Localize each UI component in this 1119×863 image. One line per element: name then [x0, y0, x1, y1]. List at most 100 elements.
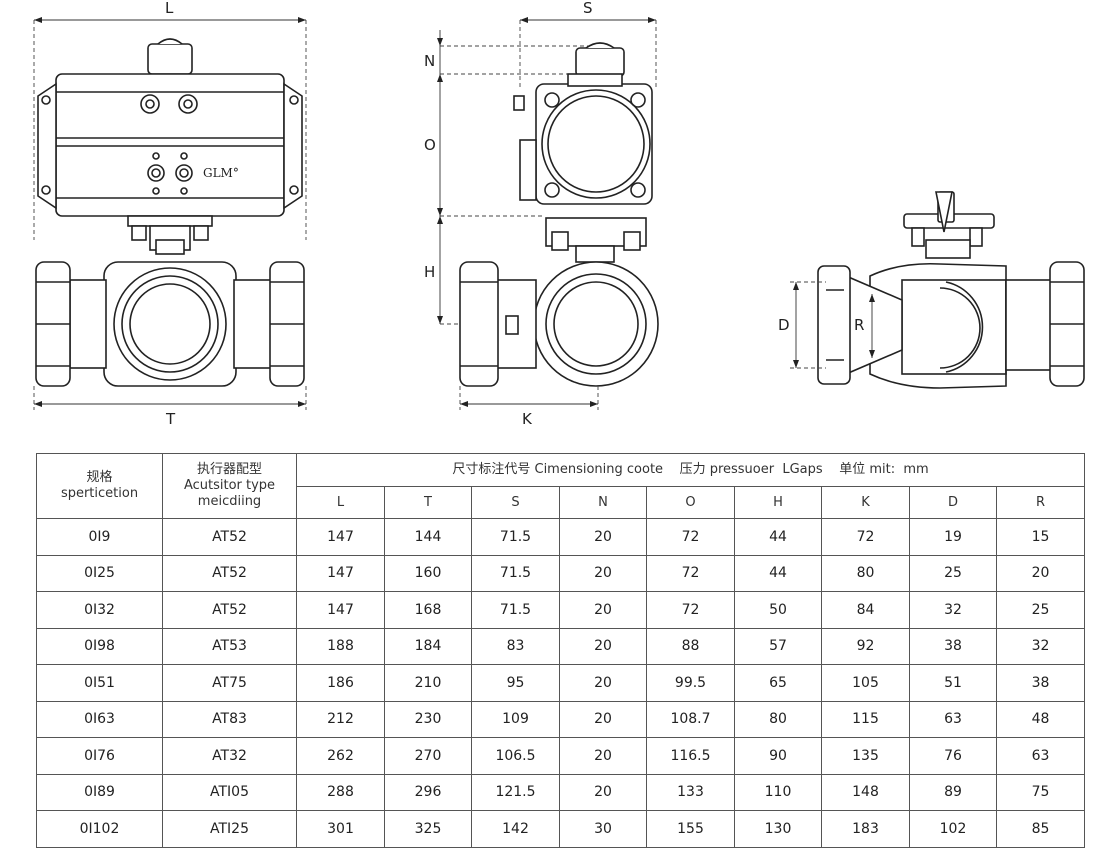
technical-drawing: L GLM°	[33, 0, 1085, 428]
table-row: 0I98 AT53 188 184 83 20 88 57 92 38 32	[36, 627, 1086, 665]
dim-label-O: O	[424, 136, 436, 154]
spec-cell: 0I9	[36, 518, 163, 556]
S-cell: 83	[471, 627, 560, 665]
S-cell: 71.5	[471, 591, 560, 629]
K-cell: 80	[821, 554, 910, 592]
D-cell: 32	[909, 591, 997, 629]
N-cell: 20	[559, 773, 647, 811]
S-cell: 109	[471, 700, 560, 738]
D-cell: 89	[909, 773, 997, 811]
table-row: 0I89 ATI05 288 296 121.5 20 133 110 148 …	[36, 773, 1086, 811]
S-cell: 106.5	[471, 737, 560, 775]
spec-cell: 0I89	[36, 773, 163, 811]
K-cell: 72	[821, 518, 910, 556]
N-cell: 20	[559, 627, 647, 665]
table-row: 0I51 AT75 186 210 95 20 99.5 65 105 51 3…	[36, 664, 1086, 702]
R-cell: 75	[995, 773, 1086, 811]
dim-label-T: T	[165, 410, 176, 428]
T-cell: 210	[384, 664, 472, 702]
T-cell: 296	[384, 773, 472, 811]
dim-label-D: D	[778, 316, 790, 334]
actuator-cell: AT83	[162, 700, 297, 738]
table-header-row-1: 规格 sperticetion 执行器配型 Acutsitor type mei…	[36, 453, 1086, 519]
R-cell: 15	[995, 518, 1086, 556]
K-cell: 84	[821, 591, 910, 629]
N-cell: 30	[559, 810, 647, 848]
H-cell: 50	[734, 591, 822, 629]
D-cell: 76	[909, 737, 997, 775]
S-cell: 121.5	[471, 773, 560, 811]
H-cell: 44	[734, 518, 822, 556]
K-cell: 135	[821, 737, 910, 775]
col-header-N: N	[559, 486, 647, 519]
valve-drawing-svg: L GLM°	[33, 0, 1085, 428]
actuator-cell: ATI25	[162, 810, 297, 848]
N-cell: 20	[559, 700, 647, 738]
spec-cell: 0I98	[36, 627, 163, 665]
table-row: 0I102 ATI25 301 325 142 30 155 130 183 1…	[36, 810, 1086, 848]
front-view: L GLM°	[33, 0, 307, 428]
T-cell: 168	[384, 591, 472, 629]
spec-cell: 0I32	[36, 591, 163, 629]
spec-column-header: 规格 sperticetion	[36, 453, 163, 519]
R-cell: 85	[995, 810, 1086, 848]
actuator-cell: AT52	[162, 518, 297, 556]
D-cell: 51	[909, 664, 997, 702]
S-cell: 71.5	[471, 518, 560, 556]
L-cell: 301	[296, 810, 385, 848]
section-view: D R	[778, 191, 1085, 389]
actuator-cell: AT52	[162, 554, 297, 592]
L-cell: 262	[296, 737, 385, 775]
table-row: 0I9 AT52 147 144 71.5 20 72 44 72 19 15	[36, 518, 1086, 556]
dim-label-H: H	[424, 263, 435, 281]
actuator-header-en-1: Acutsitor type	[183, 478, 276, 493]
dim-label-K: K	[522, 410, 533, 428]
O-cell: 133	[646, 773, 735, 811]
spec-cell: 0I63	[36, 700, 163, 738]
L-cell: 147	[296, 518, 385, 556]
side-view: S N O H	[424, 0, 659, 428]
spec-cell: 0I76	[36, 737, 163, 775]
O-cell: 88	[646, 627, 735, 665]
D-cell: 25	[909, 554, 997, 592]
table-row: 0I32 AT52 147 168 71.5 20 72 50 84 32 25	[36, 591, 1086, 629]
table-row: 0I76 AT32 262 270 106.5 20 116.5 90 135 …	[36, 737, 1086, 775]
L-cell: 186	[296, 664, 385, 702]
L-cell: 212	[296, 700, 385, 738]
O-cell: 99.5	[646, 664, 735, 702]
O-cell: 72	[646, 518, 735, 556]
spec-cell: 0I25	[36, 554, 163, 592]
K-cell: 148	[821, 773, 910, 811]
L-cell: 188	[296, 627, 385, 665]
T-cell: 160	[384, 554, 472, 592]
R-cell: 38	[995, 664, 1086, 702]
D-cell: 19	[909, 518, 997, 556]
O-cell: 72	[646, 591, 735, 629]
T-cell: 270	[384, 737, 472, 775]
O-cell: 116.5	[646, 737, 735, 775]
spec-header-en: sperticetion	[60, 486, 139, 501]
H-cell: 130	[734, 810, 822, 848]
D-cell: 38	[909, 627, 997, 665]
dimensions-title: 尺寸标注代号 Cimensioning coote 压力 pressuoer L…	[295, 453, 1086, 487]
O-cell: 72	[646, 554, 735, 592]
H-cell: 65	[734, 664, 822, 702]
actuator-header-zh: 执行器配型	[196, 462, 262, 477]
dim-label-S: S	[583, 0, 593, 17]
R-cell: 48	[995, 700, 1086, 738]
T-cell: 230	[384, 700, 472, 738]
H-cell: 57	[734, 627, 822, 665]
actuator-cell: AT52	[162, 591, 297, 629]
col-header-O: O	[646, 486, 735, 519]
R-cell: 32	[995, 627, 1086, 665]
R-cell: 63	[995, 737, 1086, 775]
H-cell: 110	[734, 773, 822, 811]
T-cell: 325	[384, 810, 472, 848]
col-header-L: L	[296, 486, 385, 519]
L-cell: 147	[296, 554, 385, 592]
col-header-K: K	[821, 486, 910, 519]
dim-label-L: L	[165, 0, 174, 17]
col-header-S: S	[471, 486, 560, 519]
actuator-column-header: 执行器配型 Acutsitor type meicdiing	[162, 453, 297, 519]
D-cell: 63	[909, 700, 997, 738]
